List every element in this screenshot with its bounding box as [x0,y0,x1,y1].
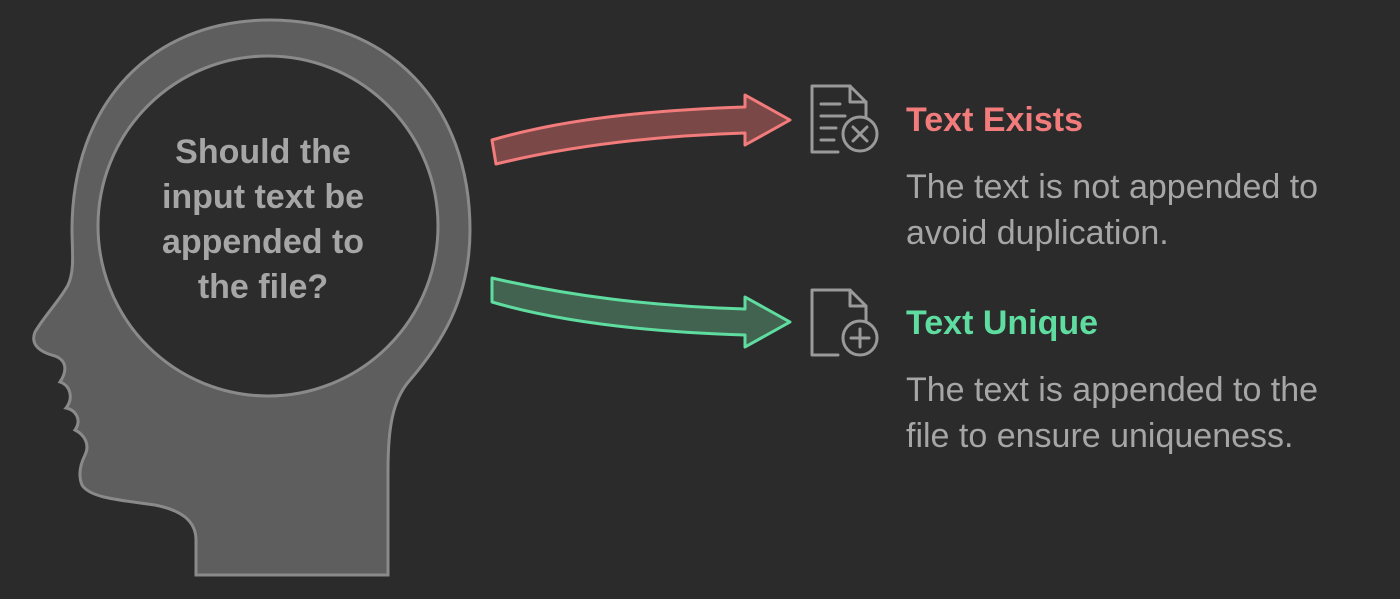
question-line: appended to [161,223,365,261]
option-desc-line: file to ensure uniqueness. [906,417,1294,455]
arrow-text-exists [490,93,792,166]
option-desc-text-unique: The text is appended to the file to ensu… [906,367,1386,459]
option-title-text-unique: Text Unique [906,304,1099,342]
option-desc-text-exists: The text is not appended to avoid duplic… [906,164,1386,256]
thought-circle [96,54,440,398]
document-add-icon [810,288,879,357]
question-line: the file? [197,268,329,306]
arrow-text-unique [490,276,792,349]
document-remove-icon [810,84,879,154]
option-desc-line: avoid duplication. [906,214,1169,252]
option-title-text-exists: Text Exists [906,101,1084,139]
option-desc-line: The text is not appended to [906,168,1319,206]
question-line: input text be [161,178,365,216]
option-desc-line: The text is appended to the [906,371,1319,409]
question-text: Should the input text be appended to the… [128,130,398,310]
question-line: Should the [175,133,351,171]
